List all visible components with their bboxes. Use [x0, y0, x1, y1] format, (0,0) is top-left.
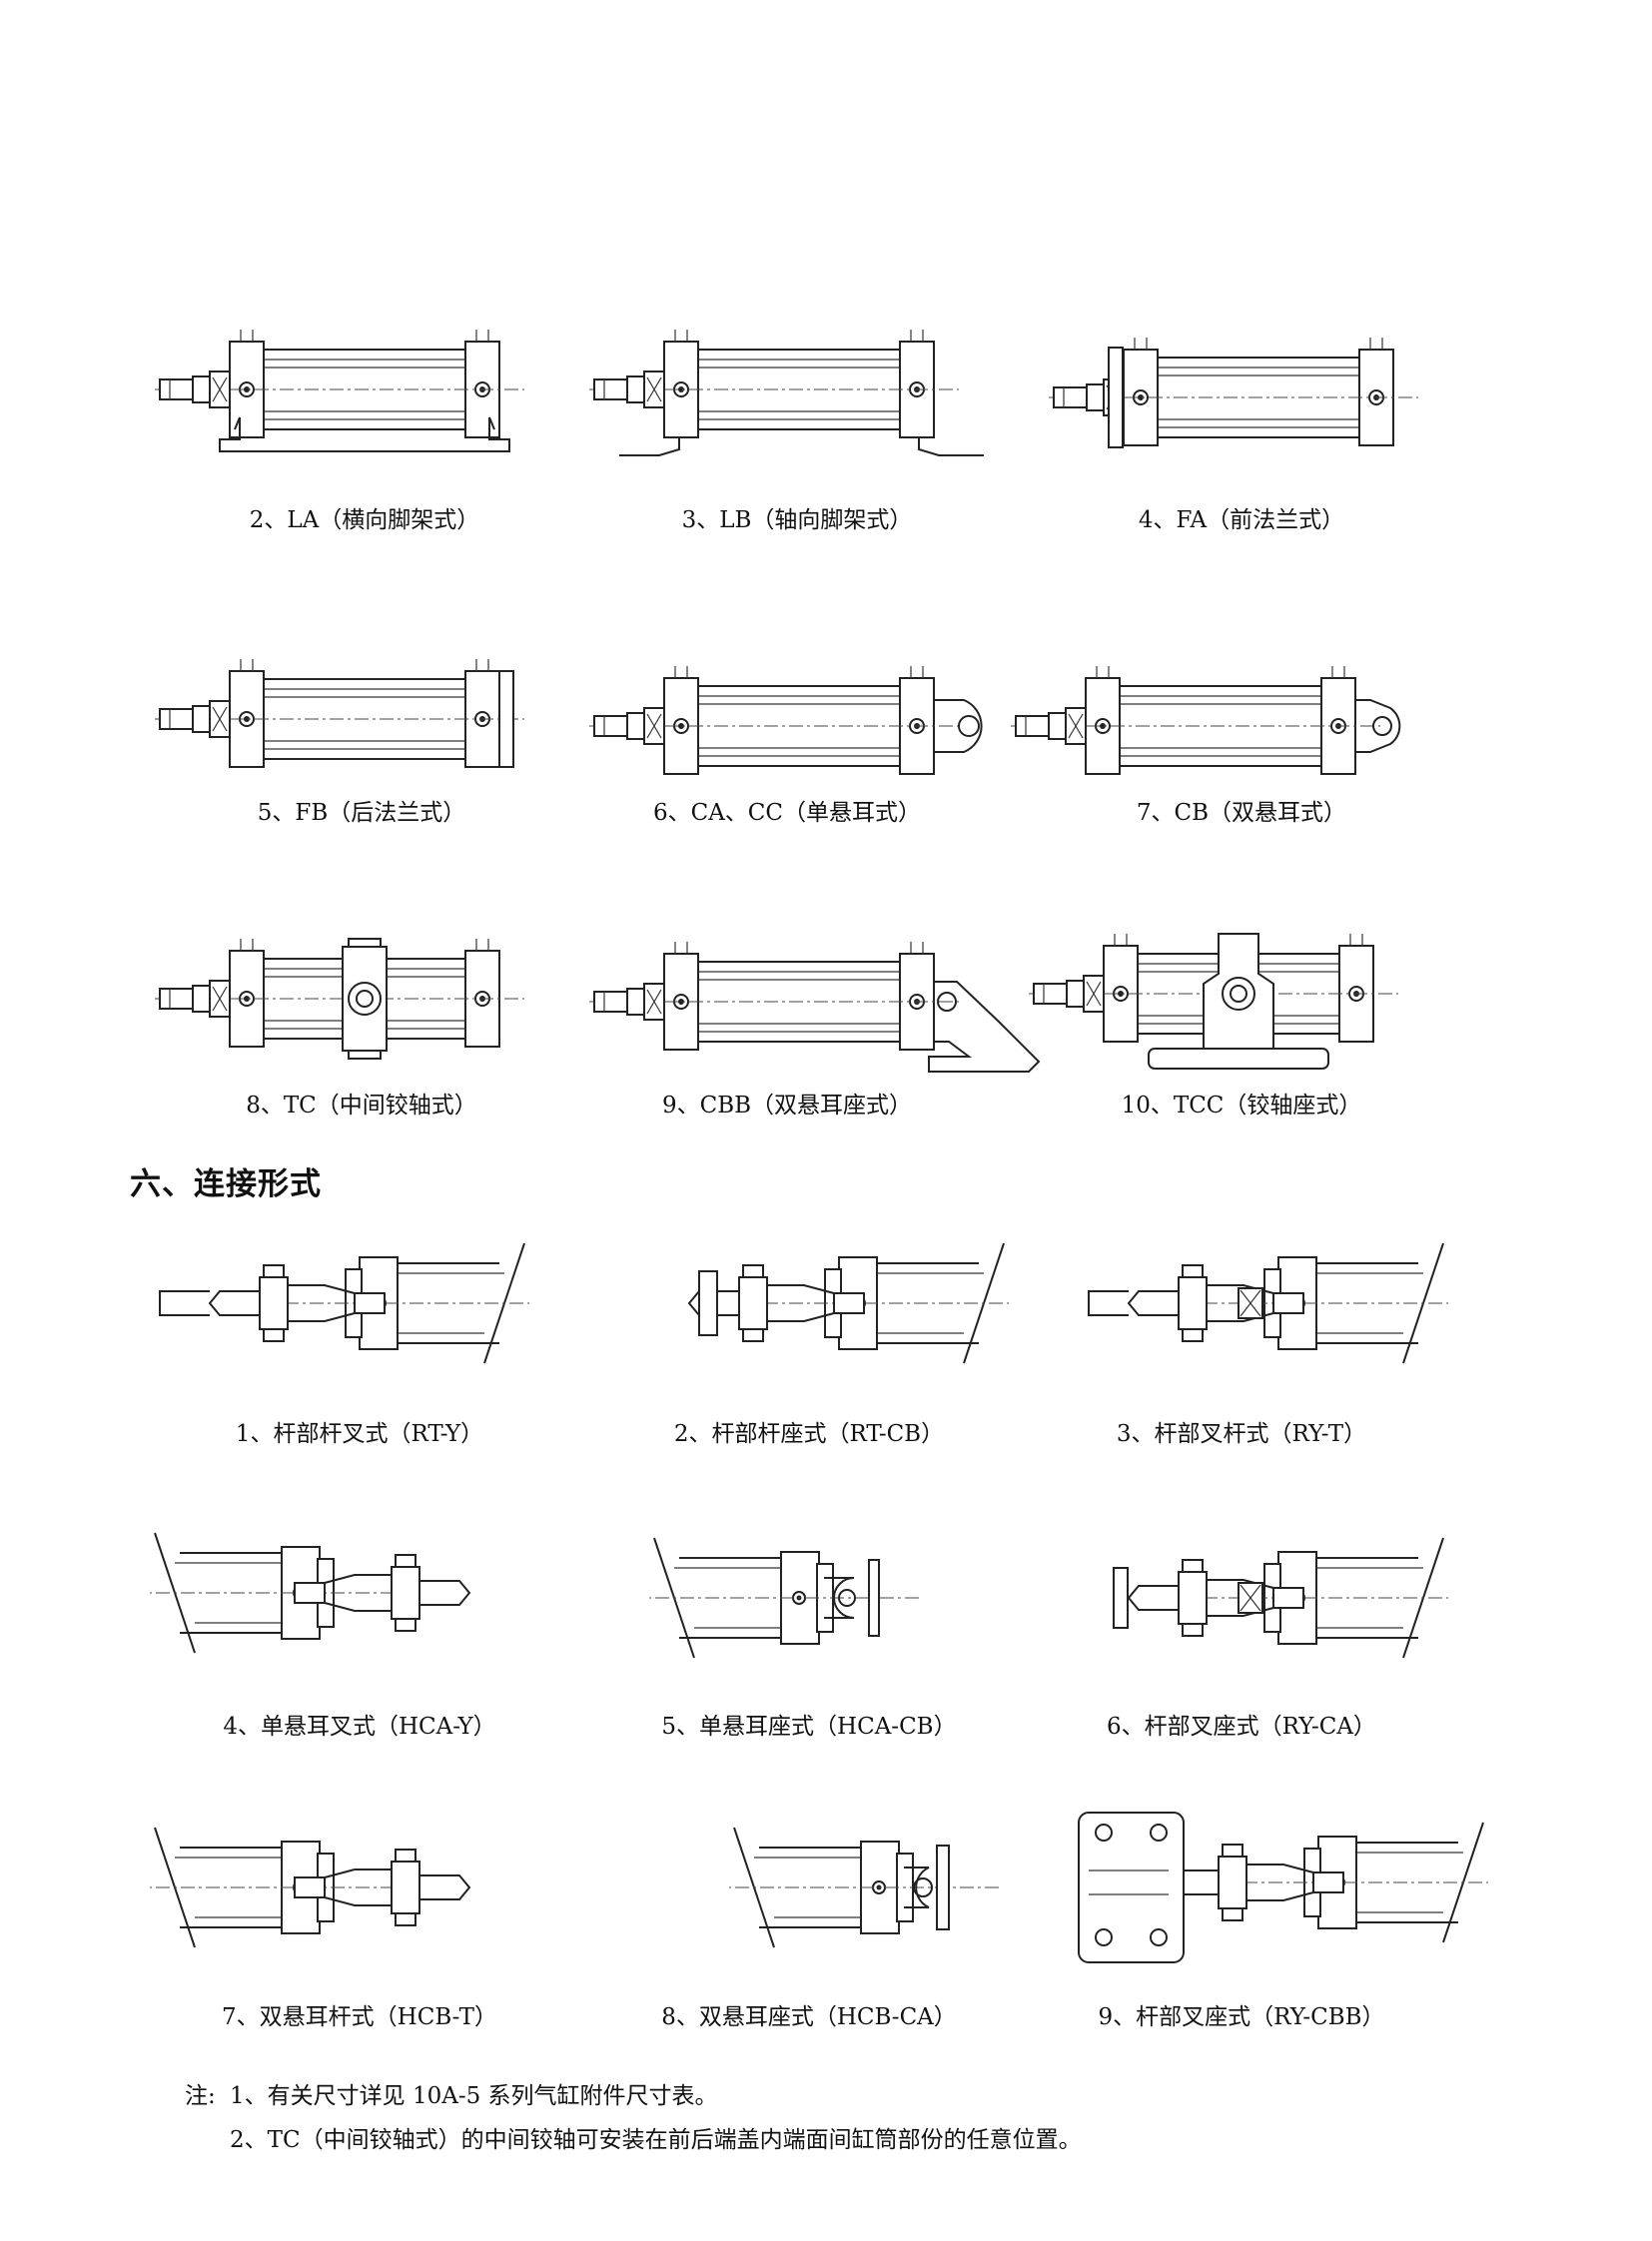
caption-hca-y: 4、单悬耳叉式（HCA-Y） — [223, 1714, 496, 1740]
note-line-1: 1、有关尺寸详见 10A-5 系列气缸附件尺寸表。 — [230, 2083, 718, 2109]
caption-ry-t: 3、杆部叉杆式（RY-T） — [1116, 1421, 1367, 1447]
caption-hca-cb: 5、单悬耳座式（HCA-CB） — [661, 1714, 957, 1740]
caption-cbb: 9、CBB（双悬耳座式） — [661, 1093, 913, 1119]
note-line-2: 2、TC（中间铰轴式）的中间铰轴可安装在前后端盖内端面间缸筒部份的任意位置。 — [230, 2127, 1082, 2153]
caption-tc: 8、TC（中间铰轴式） — [246, 1093, 477, 1119]
note-prefix: 注: — [185, 2083, 216, 2109]
caption-ry-cbb: 9、杆部叉座式（RY-CBB） — [1098, 2004, 1385, 2030]
caption-hcb-t: 7、双悬耳杆式（HCB-T） — [222, 2004, 497, 2030]
caption-ry-ca: 6、杆部叉座式（RY-CA） — [1107, 1714, 1376, 1740]
caption-hcb-ca: 8、双悬耳座式（HCB-CA） — [661, 2004, 957, 2030]
caption-la: 2、LA（横向脚架式） — [249, 507, 480, 533]
caption-tcc: 10、TCC（铰轴座式） — [1121, 1093, 1362, 1119]
caption-rt-cb: 2、杆部杆座式（RT-CB） — [673, 1421, 945, 1447]
caption-ca-cc: 6、CA、CC（单悬耳式） — [652, 800, 922, 826]
caption-cb: 7、CB（双悬耳式） — [1136, 800, 1347, 826]
section-heading: 六、连接形式 — [130, 1166, 322, 1202]
caption-fa: 4、FA（前法兰式） — [1138, 507, 1345, 533]
caption-fb: 5、FB（后法兰式） — [257, 800, 466, 826]
caption-lb: 3、LB（轴向脚架式） — [681, 507, 913, 533]
caption-rt-y: 1、杆部杆叉式（RT-Y） — [235, 1421, 484, 1447]
